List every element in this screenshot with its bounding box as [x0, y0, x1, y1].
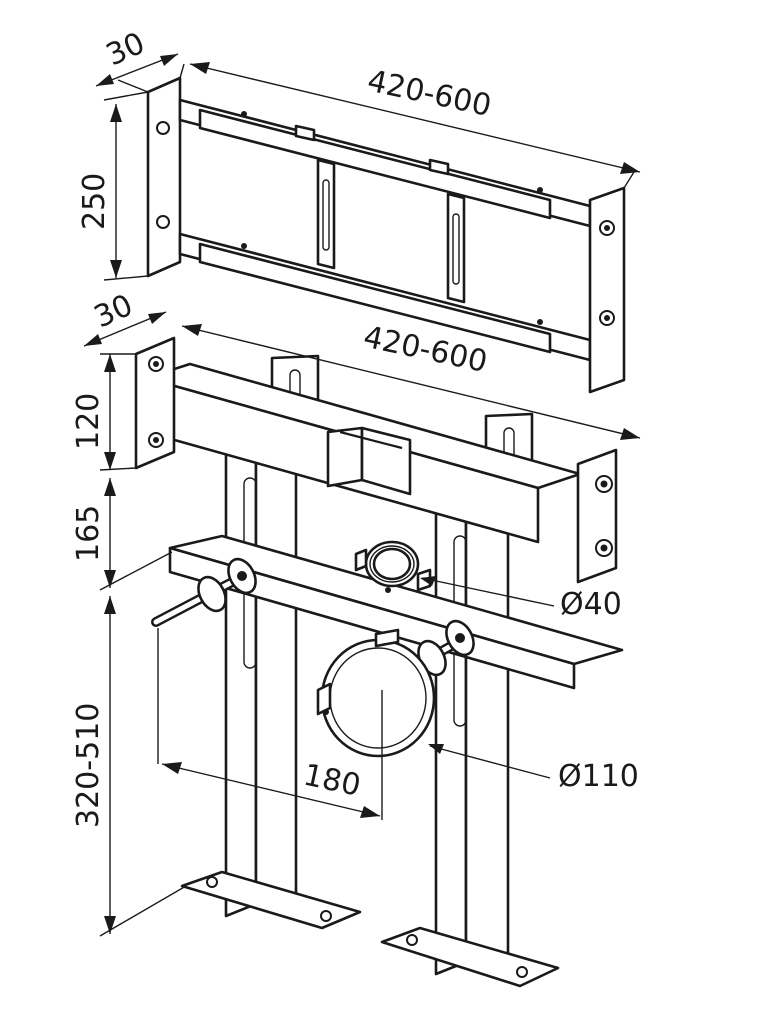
mid-depth-label: 30 — [89, 288, 138, 336]
dimension-lines — [83, 53, 641, 937]
top-width-label: 420-600 — [364, 64, 494, 124]
top-depth-label: 30 — [101, 26, 150, 74]
gap-height-label: 165 — [71, 505, 106, 562]
upper-mounting-frame — [146, 76, 626, 394]
bottom-height-label: 320-510 — [71, 703, 106, 828]
pipe-clamp-large — [316, 628, 436, 758]
mid-height-label: 120 — [71, 393, 106, 450]
large-pipe-label: Ø110 — [558, 759, 639, 794]
top-height-label: 250 — [77, 173, 112, 230]
inlet-spacing-label: 180 — [300, 758, 363, 804]
pipe-clamp-small — [354, 540, 432, 593]
dimension-labels: 30 420-600 250 30 420-600 120 165 320-51… — [71, 26, 639, 828]
main-support-frame — [134, 336, 624, 988]
small-pipe-label: Ø40 — [560, 587, 622, 622]
